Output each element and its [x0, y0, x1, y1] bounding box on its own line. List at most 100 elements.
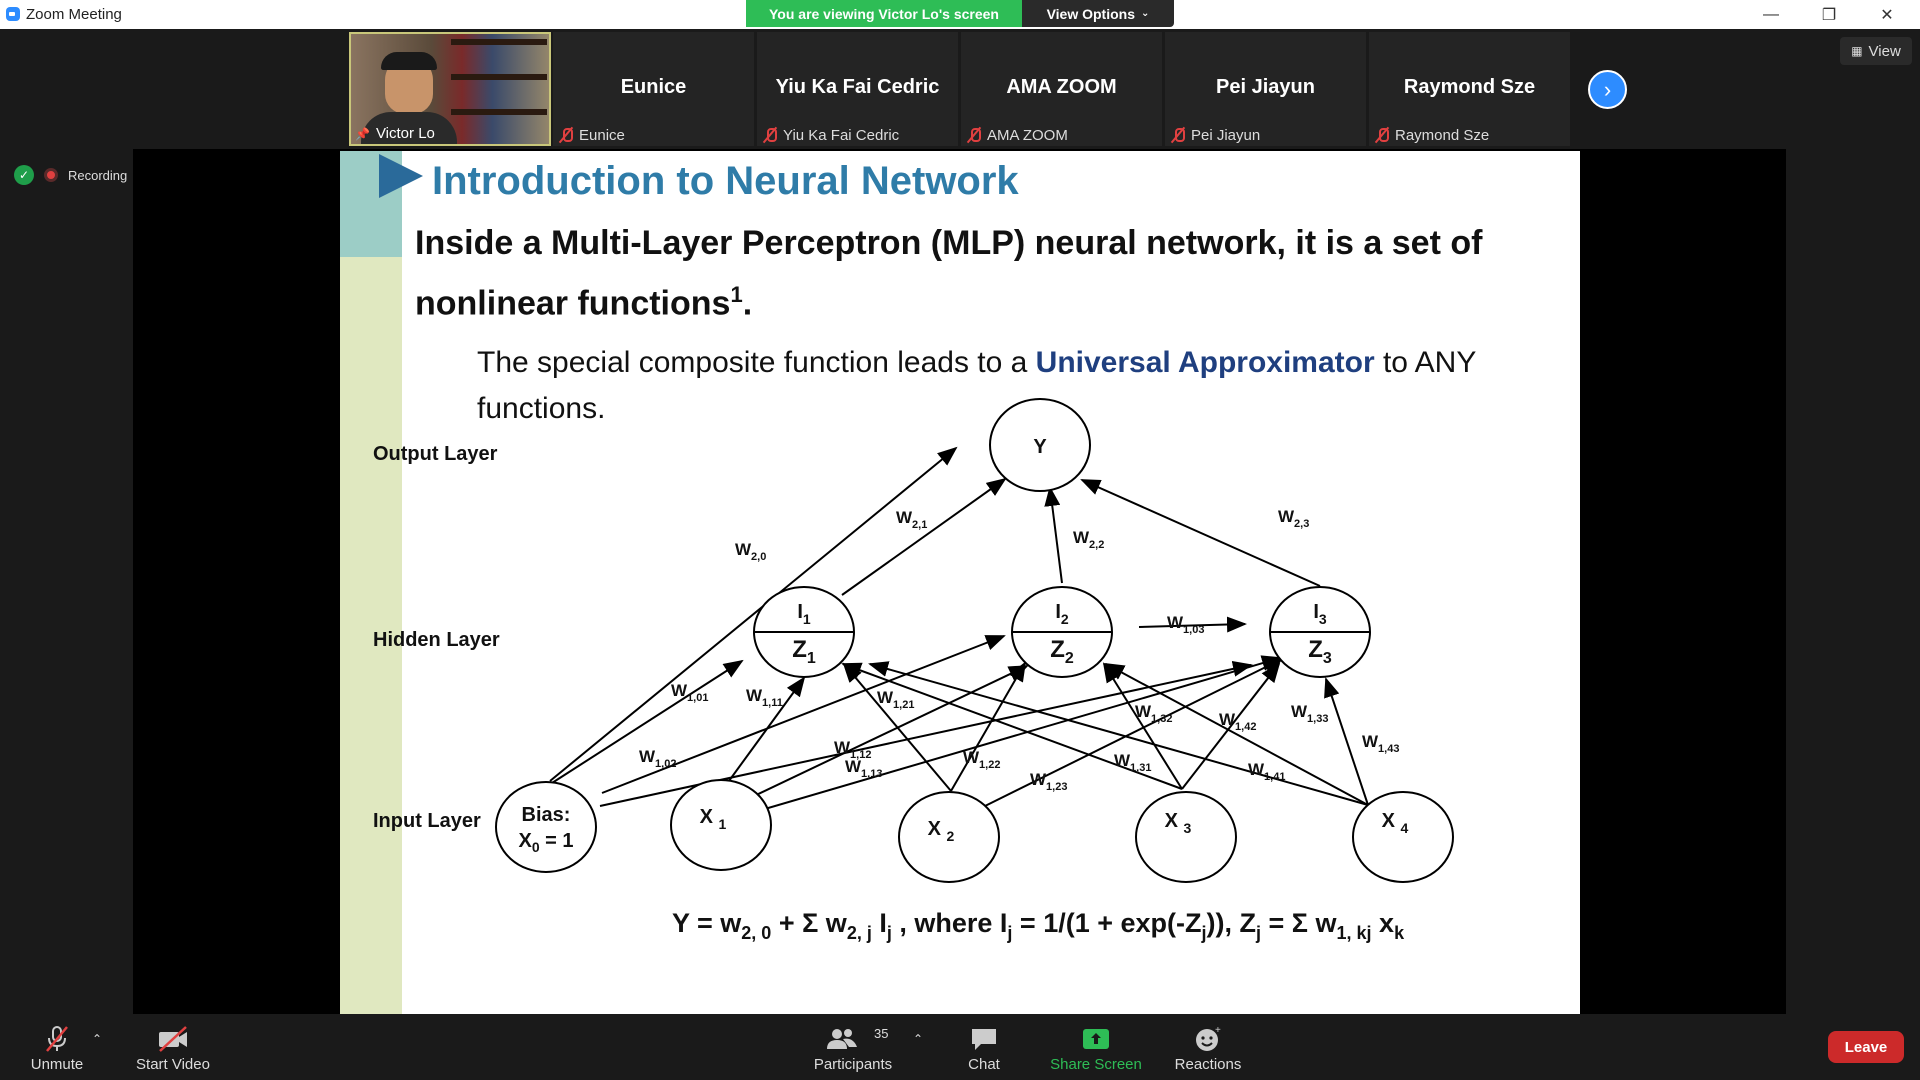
svg-text:W1,01: W1,01: [671, 681, 708, 704]
participant-strip: Eunice Eunice Yiu Ka Fai Cedric Yiu Ka F…: [0, 29, 1920, 149]
participant-tile[interactable]: Eunice Eunice: [553, 32, 754, 146]
mic-muted-icon: [46, 1026, 68, 1052]
highlight-text: Universal Approximator: [1035, 346, 1375, 379]
svg-text:W1,21: W1,21: [877, 688, 914, 711]
participant-name: Yiu Ka Fai Cedric: [775, 76, 940, 98]
mic-muted-icon: [559, 126, 573, 144]
grid-icon: ▦: [1851, 44, 1863, 58]
output-layer-label: Output Layer: [373, 443, 498, 465]
presentation-slide: Introduction to Neural Network Inside a …: [340, 151, 1580, 1015]
node-x3: [1135, 791, 1237, 883]
zoom-app-icon: [6, 7, 20, 21]
svg-text:W2,0: W2,0: [735, 540, 766, 563]
participant-name: Pei Jiayun: [1216, 76, 1315, 98]
participant-tile[interactable]: Yiu Ka Fai Cedric Yiu Ka Fai Cedric: [757, 32, 958, 146]
slide-side-bar: [340, 257, 402, 1015]
svg-text:W1,02: W1,02: [639, 747, 676, 770]
view-options-label: View Options: [1046, 5, 1136, 22]
hidden-layer-label: Hidden Layer: [373, 629, 500, 651]
participants-button[interactable]: 35 Participants: [798, 1022, 908, 1078]
slide-subtitle: Inside a Multi-Layer Perceptron (MLP) ne…: [415, 224, 1483, 323]
svg-text:+: +: [1215, 1025, 1221, 1036]
participant-label: Victor Lo: [375, 125, 435, 142]
slide-body-text: The special composite function leads to …: [477, 346, 1477, 425]
node-bias: [495, 781, 597, 873]
participant-name: AMA ZOOM: [1006, 76, 1117, 98]
mic-muted-icon: [1375, 126, 1389, 144]
audio-options-caret[interactable]: ⌃: [92, 1032, 103, 1046]
participant-label: Eunice: [579, 126, 625, 144]
recording-indicator: ✓ Recording: [14, 165, 127, 185]
chat-button[interactable]: Chat: [929, 1022, 1039, 1078]
view-label: View: [1868, 42, 1901, 60]
node-x4: [1352, 791, 1454, 883]
participants-count: 35: [874, 1026, 889, 1041]
meeting-toolbar: Unmute ⌃ Start Video 35 Participants ⌃ C…: [0, 1014, 1920, 1080]
unmute-button[interactable]: Unmute: [2, 1022, 112, 1078]
svg-text:W2,2: W2,2: [1073, 528, 1104, 551]
participants-label: Participants: [813, 1056, 893, 1073]
view-options-button[interactable]: View Options ⌄: [1022, 0, 1174, 27]
participant-tile[interactable]: Pei Jiayun Pei Jiayun: [1165, 32, 1366, 146]
participants-options-caret[interactable]: ⌃: [913, 1032, 924, 1046]
mic-muted-icon: [967, 126, 981, 144]
svg-text:W1,41: W1,41: [1248, 760, 1285, 783]
svg-text:W1,03: W1,03: [1167, 613, 1204, 636]
video-off-icon: [159, 1026, 187, 1052]
svg-text:W1,11: W1,11: [746, 686, 783, 709]
mic-muted-icon: [1171, 126, 1185, 144]
participant-name: Raymond Sze: [1403, 76, 1536, 98]
leave-button[interactable]: Leave: [1828, 1031, 1904, 1063]
node-x2: [898, 791, 1000, 883]
participant-tile[interactable]: AMA ZOOM AMA ZOOM: [961, 32, 1162, 146]
participant-name: Eunice: [620, 76, 687, 98]
play-triangle-icon: [379, 154, 423, 198]
next-page-button[interactable]: ›: [1588, 70, 1627, 109]
mic-muted-icon: [763, 126, 777, 144]
chevron-down-icon: ⌄: [1141, 8, 1150, 19]
node-y-label: Y: [1033, 436, 1047, 458]
svg-text:W2,3: W2,3: [1278, 507, 1309, 530]
svg-text:W1,33: W1,33: [1291, 702, 1328, 725]
input-layer-label: Input Layer: [373, 810, 481, 832]
close-button[interactable]: ✕: [1880, 6, 1894, 24]
chat-icon: [972, 1029, 996, 1050]
smiley-icon: +: [1196, 1025, 1221, 1051]
viewing-banner: You are viewing Victor Lo's screen: [746, 0, 1022, 27]
recording-dot-icon: [44, 168, 58, 182]
chevron-right-icon: ›: [1603, 76, 1612, 102]
unmute-label: Unmute: [30, 1056, 84, 1073]
share-screen-button[interactable]: Share Screen: [1041, 1022, 1151, 1078]
view-button[interactable]: ▦ View: [1840, 37, 1912, 65]
start-video-label: Start Video: [136, 1056, 210, 1073]
shield-check-icon: ✓: [14, 165, 34, 185]
slide-title: Introduction to Neural Network: [432, 159, 1019, 203]
restore-button[interactable]: ❐: [1821, 6, 1837, 24]
participant-label: AMA ZOOM: [987, 126, 1068, 144]
node-x1: [670, 779, 772, 871]
participant-label: Raymond Sze: [1395, 126, 1490, 144]
minimize-button[interactable]: —: [1763, 5, 1779, 23]
formula: Y = w2, 0 + Σ w2, j Ij , where Ij = 1/(1…: [672, 908, 1405, 943]
participant-tile[interactable]: Raymond Sze Raymond Sze: [1369, 32, 1570, 146]
chat-label: Chat: [968, 1056, 1000, 1073]
window-title: Zoom Meeting: [26, 6, 122, 23]
pin-icon: 📌: [355, 126, 370, 141]
reactions-button[interactable]: + Reactions: [1153, 1022, 1263, 1078]
svg-text:W1,42: W1,42: [1219, 710, 1256, 733]
participant-label: Pei Jiayun: [1191, 126, 1261, 144]
neural-network-diagram: Output Layer Hidden Layer Input Layer Y …: [373, 398, 1454, 943]
recording-label: Recording: [68, 167, 128, 183]
participant-video-tile[interactable]: 📌 Victor Lo: [349, 32, 551, 146]
share-screen-label: Share Screen: [1050, 1056, 1142, 1073]
participants-icon: [827, 1029, 857, 1049]
share-screen-icon: [1083, 1029, 1109, 1049]
participant-label: Yiu Ka Fai Cedric: [783, 126, 900, 144]
svg-text:X0 = 1: X0 = 1: [518, 830, 573, 855]
reactions-label: Reactions: [1174, 1056, 1242, 1073]
start-video-button[interactable]: Start Video: [118, 1022, 228, 1078]
svg-text:W1,22: W1,22: [963, 748, 1000, 771]
node-output-y: [989, 398, 1091, 492]
svg-text:W2,1: W2,1: [896, 508, 927, 531]
bias-label: Bias:: [522, 804, 571, 826]
